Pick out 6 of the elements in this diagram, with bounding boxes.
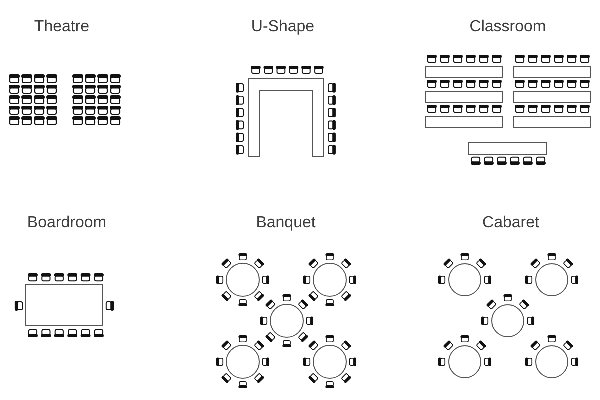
layout-title: U-Shape xyxy=(251,18,315,36)
layout-title: Banquet xyxy=(256,214,316,232)
layout-title: Boardroom xyxy=(27,214,107,232)
layout-title: Theatre xyxy=(34,18,90,36)
layout-title: Classroom xyxy=(470,18,546,36)
layout-title: Cabaret xyxy=(482,214,540,232)
